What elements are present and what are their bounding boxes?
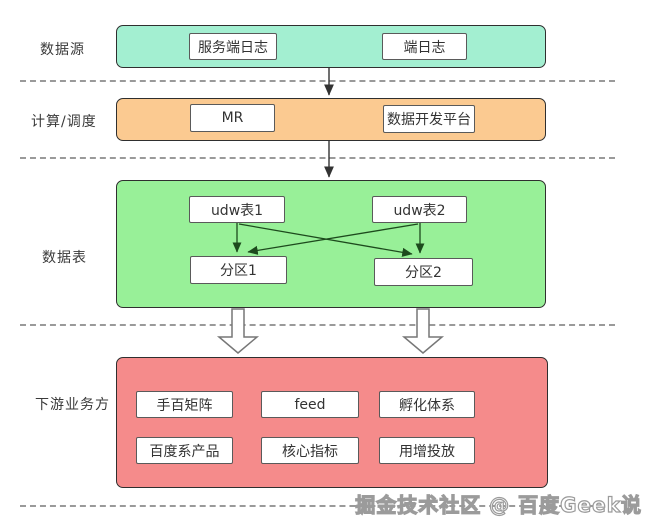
container-compute-sched: [116, 98, 546, 141]
node-udw-table-2: udw表2: [372, 196, 467, 223]
row-label-data-table: 数据表: [42, 250, 87, 266]
node-baidu-products: 百度系产品: [136, 437, 233, 464]
row-label-downstream: 下游业务方: [35, 397, 110, 413]
container-data-table: [116, 180, 546, 308]
divider-1: [20, 80, 615, 82]
node-mr: MR: [190, 104, 275, 132]
node-partition-2: 分区2: [374, 258, 473, 286]
node-client-log: 端日志: [382, 33, 467, 60]
node-feed: feed: [261, 391, 359, 418]
node-core-metrics: 核心指标: [261, 437, 359, 464]
row-label-data-source: 数据源: [40, 42, 85, 58]
node-data-dev-platform: 数据开发平台: [383, 105, 475, 133]
block-arrow-left: [216, 308, 260, 354]
row-label-compute-sched: 计算/调度: [31, 114, 97, 130]
block-arrow-right: [401, 308, 445, 354]
node-incubation: 孵化体系: [379, 391, 475, 418]
node-user-growth-ads: 用增投放: [379, 437, 475, 464]
divider-4: [20, 505, 615, 507]
divider-2: [20, 157, 615, 159]
divider-3: [20, 324, 615, 326]
node-shoubai-matrix: 手百矩阵: [136, 391, 233, 418]
node-server-log: 服务端日志: [189, 33, 277, 60]
node-udw-table-1: udw表1: [189, 196, 285, 223]
node-partition-1: 分区1: [190, 256, 287, 284]
container-downstream: [116, 357, 548, 488]
watermark: 掘金技术社区 @ 百度Geek说: [355, 492, 642, 517]
container-data-source: [116, 25, 546, 68]
